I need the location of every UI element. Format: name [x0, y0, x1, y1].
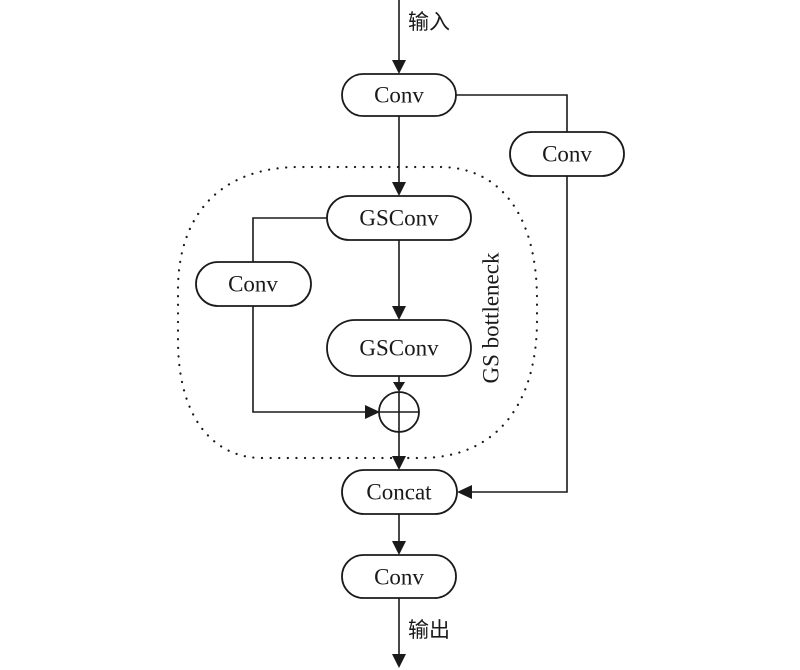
edges	[252, 0, 568, 668]
node-conv-side: Conv	[509, 131, 625, 177]
arrowhead-icon	[392, 541, 406, 555]
output-label: 输出	[408, 618, 450, 642]
node-concat: Concat	[341, 469, 458, 515]
arrowhead-icon	[393, 382, 405, 392]
edge-conv-top-conv-side	[456, 94, 568, 132]
node-label: GSConv	[359, 206, 439, 231]
arrowhead-icon	[392, 306, 406, 320]
node-gsconv-2: GSConv	[326, 319, 472, 377]
arrowhead-icon	[392, 60, 406, 74]
node-conv-shortcut: Conv	[195, 261, 312, 307]
arrowhead-icon	[457, 485, 472, 499]
edge-gsconv1-conv-shortcut	[252, 217, 327, 262]
node-label: Conv	[542, 142, 592, 167]
arrowhead-icon	[392, 654, 406, 668]
gs-bottleneck-boundary	[176, 165, 539, 460]
arrowhead-icon	[392, 456, 406, 470]
edge-conv-side-concat	[468, 176, 568, 493]
node-gsconv-1: GSConv	[326, 195, 472, 241]
input-label: 输入	[408, 10, 450, 34]
gs-bottleneck-label: GS bottleneck	[479, 252, 504, 383]
node-label: Conv	[374, 83, 424, 108]
node-label: Conv	[374, 565, 424, 590]
edge-conv-shortcut-add	[252, 306, 370, 413]
node-label: Conv	[228, 272, 278, 297]
node-conv-out: Conv	[341, 554, 457, 599]
arrowhead-icon	[392, 182, 406, 196]
node-label: GSConv	[359, 336, 439, 361]
arrowhead-icon	[365, 405, 380, 419]
node-label: Concat	[366, 480, 432, 505]
node-conv-top: Conv	[341, 73, 457, 117]
node-add	[378, 391, 420, 433]
